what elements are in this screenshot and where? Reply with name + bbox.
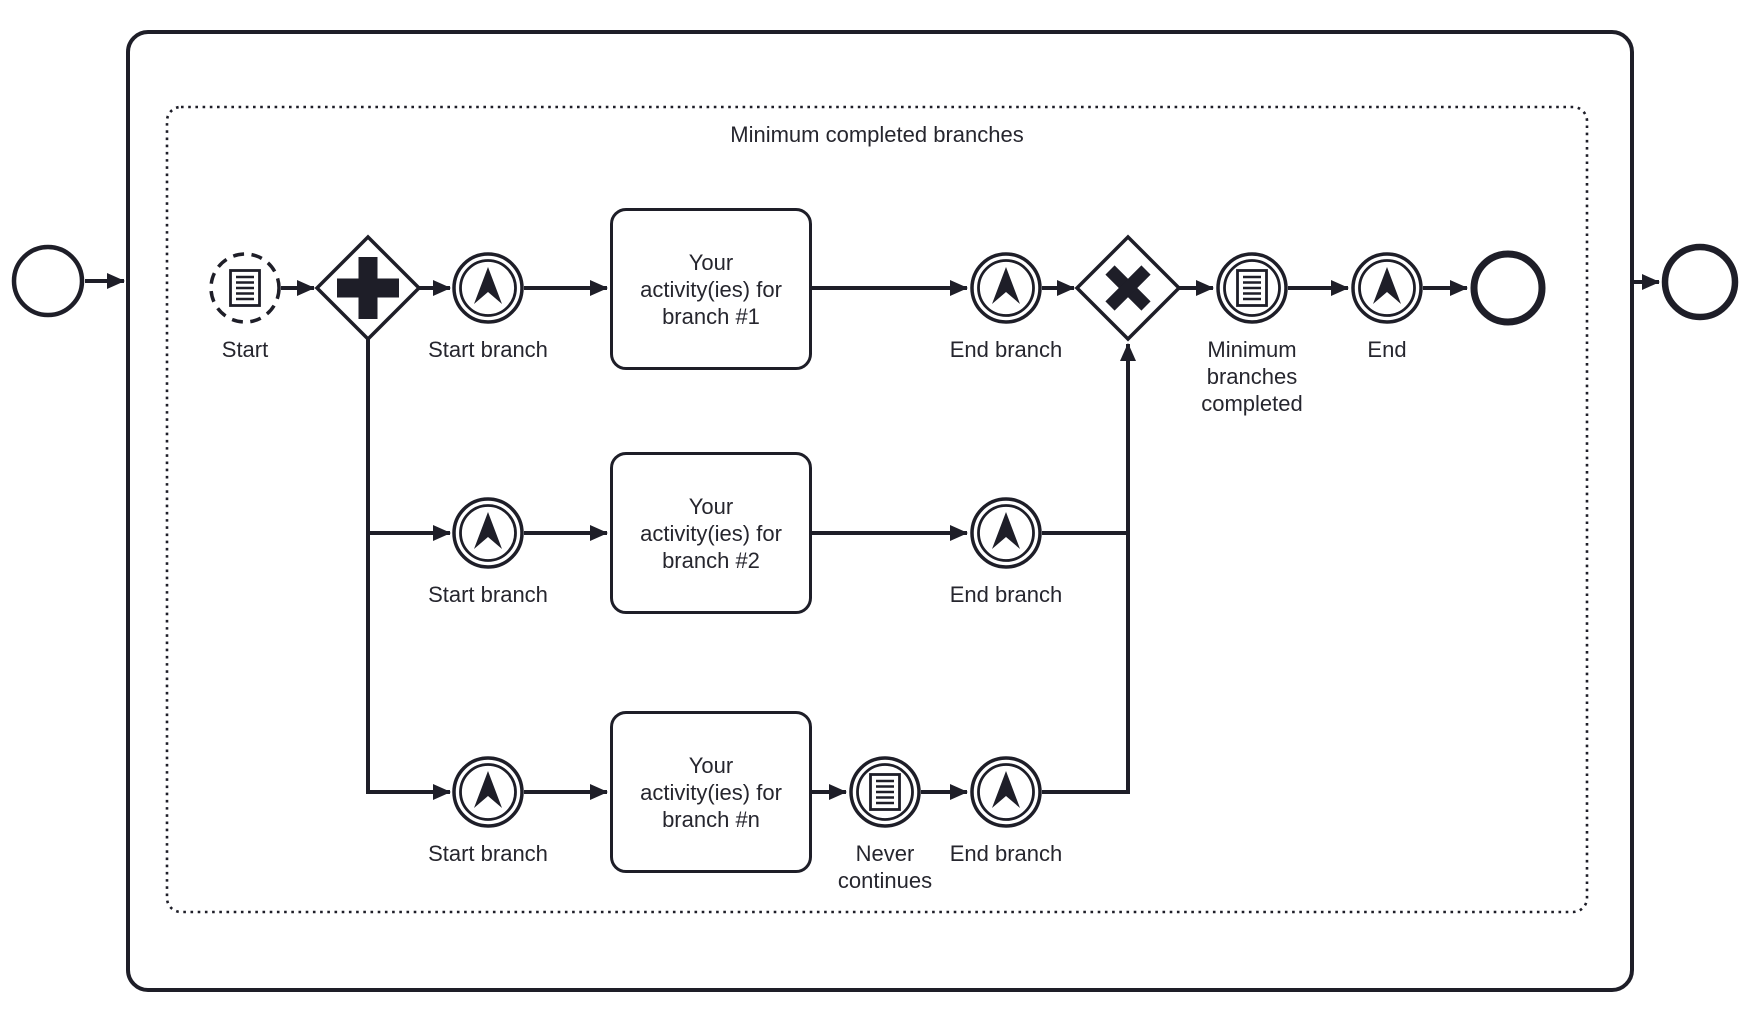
end-branch-event-3 xyxy=(970,756,1042,828)
parallel-gateway xyxy=(314,234,422,342)
exclusive-gateway xyxy=(1074,234,1182,342)
flow-end3-to-xgateway xyxy=(1042,343,1136,794)
label-never-continues: Never continues xyxy=(837,841,933,893)
label-end-branch-3: End branch xyxy=(949,841,1063,866)
activity-branch-1: Your activity(ies) for branch #1 xyxy=(610,208,812,370)
subprocess-frame xyxy=(126,30,1634,992)
x-icon xyxy=(1105,265,1151,311)
sequence-flows xyxy=(85,273,1660,800)
lined-document-icon xyxy=(229,269,261,307)
end-escalation-event xyxy=(1351,252,1423,324)
start-conditional-event xyxy=(209,252,281,324)
start-branch-event-1 xyxy=(452,252,524,324)
label-start-branch-3: Start branch xyxy=(428,841,548,866)
subprocess-end-event xyxy=(1470,250,1546,326)
plus-icon xyxy=(337,257,399,319)
label-start: Start xyxy=(221,337,269,362)
label-minimum-branches-completed: Minimum branches completed xyxy=(1201,337,1303,416)
start-branch-event-3 xyxy=(452,756,524,828)
end-branch-event-2 xyxy=(970,497,1042,569)
minimum-branches-event xyxy=(1216,252,1288,324)
event-subprocess-title: Minimum completed branches xyxy=(730,122,1024,147)
activity-branch-n: Your activity(ies) for branch #n xyxy=(610,711,812,873)
process-end-event xyxy=(1661,243,1739,321)
label-end: End xyxy=(1367,337,1407,362)
label-end-branch-2: End branch xyxy=(949,582,1063,607)
start-branch-event-2 xyxy=(452,497,524,569)
never-continues-event xyxy=(849,756,921,828)
activity-branch-2: Your activity(ies) for branch #2 xyxy=(610,452,812,614)
event-subprocess-dotted-frame xyxy=(165,105,1589,914)
flow-gateway-to-branch3 xyxy=(366,339,451,800)
lined-document-icon xyxy=(869,773,901,811)
end-branch-event-1 xyxy=(970,252,1042,324)
label-start-branch-1: Start branch xyxy=(428,337,548,362)
label-start-branch-2: Start branch xyxy=(428,582,548,607)
process-start-event xyxy=(11,244,85,318)
label-end-branch-1: End branch xyxy=(949,337,1063,362)
lined-document-icon xyxy=(1236,269,1268,307)
